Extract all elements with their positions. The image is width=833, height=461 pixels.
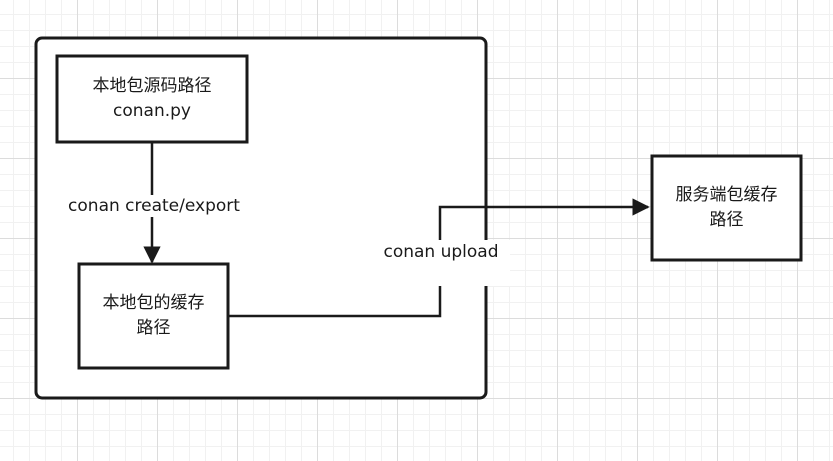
- server-cache-title: 服务端包缓存: [675, 185, 778, 205]
- local-source-label: 本地包源码路径 conan.py: [57, 56, 247, 142]
- local-source-file: conan.py: [113, 101, 191, 121]
- local-cache-node[interactable]: [77, 262, 230, 370]
- local-cache-label: 本地包的缓存 路径: [79, 264, 228, 368]
- local-source-title: 本地包源码路径: [92, 76, 212, 96]
- upload-label: conan upload: [372, 240, 510, 286]
- local-source-node[interactable]: [55, 54, 249, 144]
- local-cache-subtitle: 路径: [136, 318, 171, 338]
- create-export-label: conan create/export: [56, 195, 252, 217]
- server-cache-label: 服务端包缓存 路径: [652, 156, 801, 260]
- server-cache-subtitle: 路径: [709, 210, 744, 230]
- server-cache-node[interactable]: [650, 154, 803, 262]
- local-cache-title: 本地包的缓存: [102, 293, 205, 313]
